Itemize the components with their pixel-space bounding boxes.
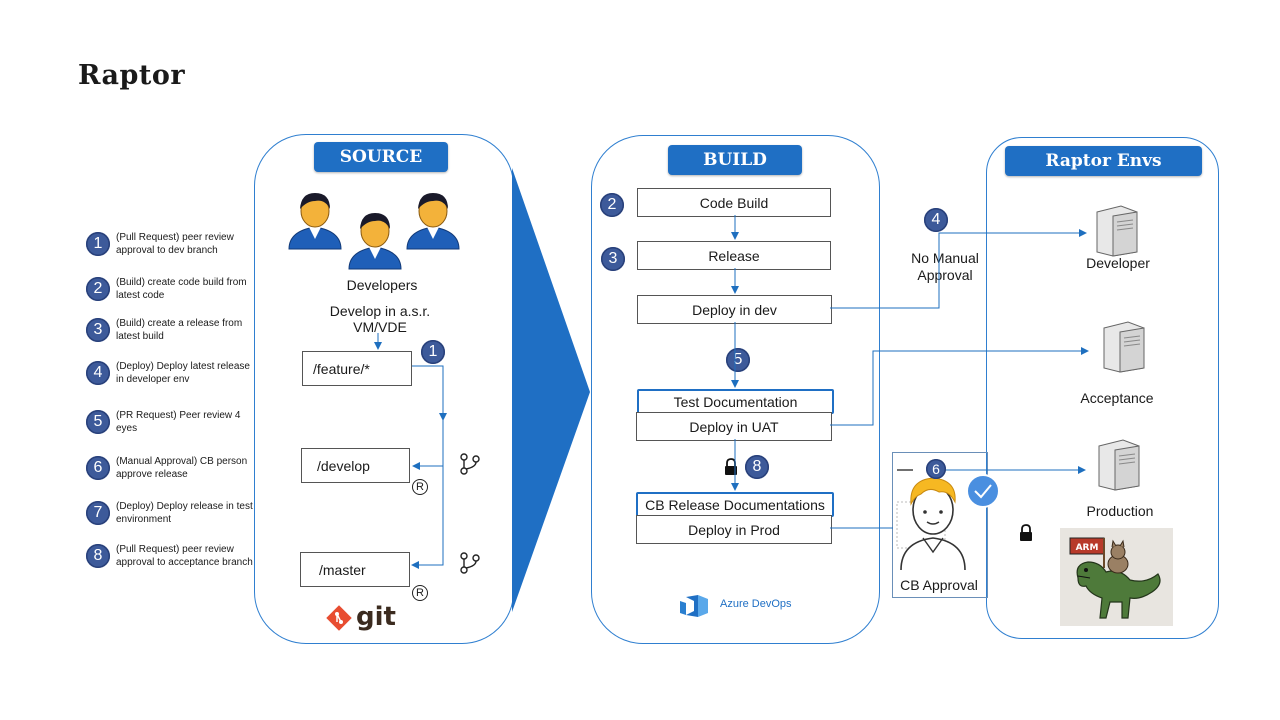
step-badge: 8 xyxy=(86,544,110,568)
approver-icon xyxy=(896,469,966,571)
source-banner: SOURCE xyxy=(314,142,448,172)
step-badge: 3 xyxy=(86,318,110,342)
legend-item: 4 (Deploy) Deploy latest release in deve… xyxy=(86,361,256,386)
git-branch-icon xyxy=(460,453,480,475)
legend-item: 1 (Pull Request) peer review approval to… xyxy=(86,232,256,257)
registered-mark-icon: R xyxy=(412,479,428,495)
azure-devops-label: Azure DevOps xyxy=(720,598,792,610)
legend-text: (Pull Request) peer review approval to d… xyxy=(116,232,234,256)
step-badge-2: 2 xyxy=(600,193,624,217)
test-doc-box[interactable]: Test Documentation xyxy=(637,389,834,414)
branch-develop[interactable]: /develop xyxy=(301,448,410,483)
legend-item: 7 (Deploy) Deploy release in test enviro… xyxy=(86,501,256,526)
step-badge-5: 5 xyxy=(726,348,750,372)
step-badge: 1 xyxy=(86,232,110,256)
page-title: Raptor xyxy=(78,60,186,91)
deploy-uat-box[interactable]: Deploy in UAT xyxy=(636,412,832,441)
legend-text: (Build) create code build from latest co… xyxy=(116,277,247,301)
step-badge: 7 xyxy=(86,501,110,525)
step-badge-6: 6 xyxy=(926,459,946,479)
code-build-box[interactable]: Code Build xyxy=(637,188,831,217)
branch-master[interactable]: /master xyxy=(300,552,410,587)
lock-icon xyxy=(725,458,737,475)
check-icon xyxy=(966,474,1000,508)
deploy-dev-box[interactable]: Deploy in dev xyxy=(637,295,832,324)
raptor-mascot-icon: ARM xyxy=(1069,537,1161,619)
server-icon xyxy=(1096,205,1138,257)
legend-item: 3 (Build) create a release from latest b… xyxy=(86,318,256,343)
developers-label: Developers xyxy=(346,277,418,293)
step-badge: 2 xyxy=(86,277,110,301)
registered-mark-icon: R xyxy=(412,585,428,601)
lock-icon xyxy=(1020,524,1032,541)
env-acceptance: Acceptance xyxy=(1080,390,1154,406)
developers-icon xyxy=(288,192,460,270)
git-logo-text: git xyxy=(356,602,396,632)
step-badge-1: 1 xyxy=(421,340,445,364)
step-badge-3: 3 xyxy=(601,247,625,271)
legend-text: (Deploy) Deploy release in test environm… xyxy=(116,501,253,525)
build-banner: BUILD xyxy=(668,145,802,175)
legend-text: (PR Request) Peer review 4 eyes xyxy=(116,410,241,434)
legend-item: 2 (Build) create code build from latest … xyxy=(86,277,256,302)
legend-text: (Manual Approval) CB person approve rele… xyxy=(116,456,248,480)
release-box[interactable]: Release xyxy=(637,241,831,270)
env-production: Production xyxy=(1086,503,1154,519)
env-developer: Developer xyxy=(1086,255,1150,271)
step-badge-8: 8 xyxy=(745,455,769,479)
azure-devops-icon xyxy=(680,595,708,617)
cb-approval-box[interactable] xyxy=(892,452,988,598)
step-badge: 6 xyxy=(86,456,110,480)
server-icon xyxy=(1103,321,1145,373)
git-logo-icon xyxy=(326,605,352,631)
deploy-prod-box[interactable]: Deploy in Prod xyxy=(636,515,832,544)
raptor-mascot-image: ARM xyxy=(1060,528,1173,626)
legend-item: 5 (PR Request) Peer review 4 eyes xyxy=(86,410,256,435)
legend-item: 6 (Manual Approval) CB person approve re… xyxy=(86,456,256,481)
no-manual-approval-label: No Manual Approval xyxy=(911,250,979,283)
legend-text: (Deploy) Deploy latest release in develo… xyxy=(116,361,250,385)
cb-approval-label: CB Approval xyxy=(900,577,978,593)
step-badge-4: 4 xyxy=(924,208,948,232)
develop-note: Develop in a.s.r. VM/VDE xyxy=(329,303,431,335)
envs-banner: Raptor Envs xyxy=(1005,146,1202,176)
step-badge: 4 xyxy=(86,361,110,385)
cb-release-doc-box[interactable]: CB Release Documentations xyxy=(636,492,834,517)
server-icon xyxy=(1098,439,1140,491)
branch-feature[interactable]: /feature/* xyxy=(302,351,412,386)
mascot-flag-text: ARM xyxy=(1076,543,1099,553)
git-branch-icon xyxy=(460,552,480,574)
legend-text: (Build) create a release from latest bui… xyxy=(116,318,243,342)
legend-item: 8 (Pull Request) peer review approval to… xyxy=(86,544,256,569)
step-badge: 5 xyxy=(86,410,110,434)
legend-text: (Pull Request) peer review approval to a… xyxy=(116,544,253,568)
